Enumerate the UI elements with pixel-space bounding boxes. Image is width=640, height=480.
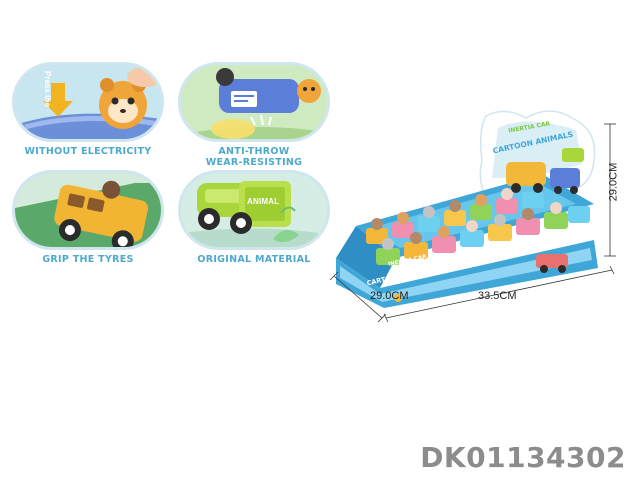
dimension-width-label: 33.5CM [478,290,517,302]
feature-label-original-material: ORIGINAL MATERIAL [197,254,311,265]
dimension-height-label: 29.0CM [607,162,620,202]
feature-label-wear-resisting: WEAR-RESISTING [205,157,303,168]
feature-label-anti-throw: ANTI-THROW [218,146,290,157]
feature-original-material-image: ANIMAL [178,170,330,250]
animal-car-text: ANIMAL [247,197,280,206]
display-box-image: INERTIA CAR CARTOON ANIMALS INERTIA CAR … [336,108,606,312]
feature-grip-tyres-image [12,170,164,250]
press-arrow-icon [43,83,73,117]
dimension-depth-label: 29.0CM [370,290,409,302]
feature-anti-throw-image [178,62,330,142]
pull-back-car-illustration [15,65,161,139]
green-car-illustration [181,173,327,247]
car-impact-illustration [181,65,327,139]
feature-without-electricity-image: Press the [12,62,164,142]
feature-label-without-electricity: WITHOUT ELECTRICITY [24,146,152,157]
animal-heads [371,188,562,250]
product-code: DK01134302 [420,441,626,474]
toy-car-rows [366,192,590,265]
school-bus-car-illustration [15,173,161,247]
feature-label-grip-the-tyres: GRIP THE TYRES [42,254,134,265]
press-the-text: Press the [43,71,52,108]
